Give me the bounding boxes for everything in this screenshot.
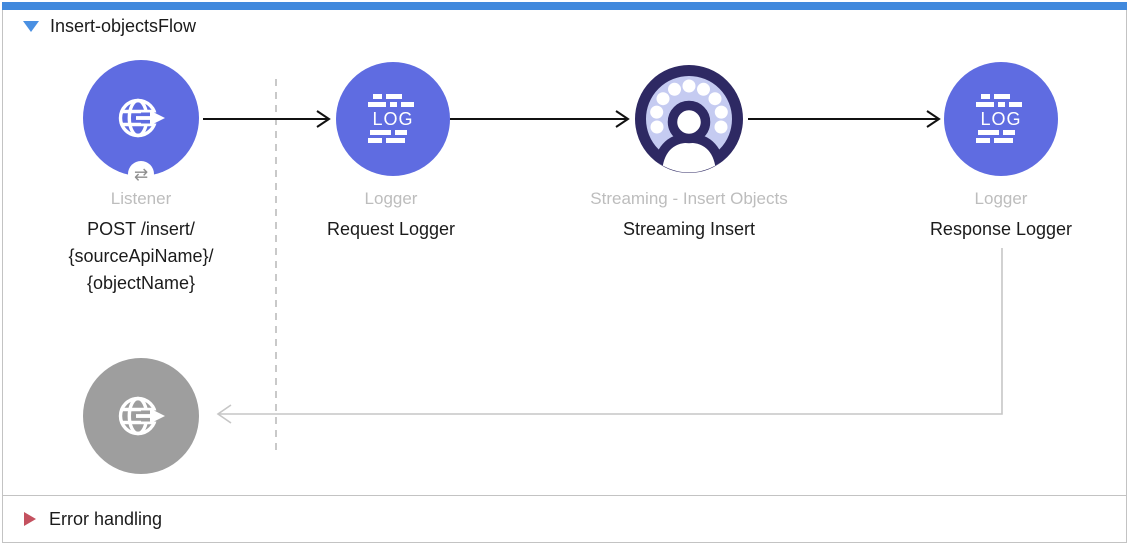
- listener-node[interactable]: ⇄: [83, 60, 199, 187]
- return-connector-to-response: [216, 248, 1003, 424]
- node-type-label: Listener: [110, 189, 172, 208]
- node-type-label: Streaming - Insert Objects: [590, 189, 788, 208]
- listener-labels: Listener POST /insert/ {sourceApiName}/ …: [21, 189, 261, 297]
- node-type-label: Logger: [364, 189, 418, 208]
- streaming-dots: [650, 79, 728, 134]
- response-logger-node[interactable]: LOG: [944, 62, 1058, 176]
- flow-widget[interactable]: Insert-objectsFlow: [2, 2, 1127, 543]
- connector-request-logger-to-streaming: [450, 110, 630, 128]
- expand-error-handling-icon[interactable]: [24, 512, 36, 526]
- error-handling-section[interactable]: Error handling: [3, 495, 1126, 542]
- logger-icon: LOG: [976, 94, 1022, 143]
- http-listener-globe-icon: [118, 98, 165, 138]
- streaming-labels: Streaming - Insert Objects Streaming Ins…: [539, 189, 839, 243]
- node-name: Request Logger: [326, 219, 456, 239]
- connector-listener-to-request-logger: [203, 110, 331, 128]
- flow-title: Insert-objectsFlow: [50, 16, 197, 36]
- node-name-line: {objectName}: [86, 273, 196, 293]
- person-icon: [652, 100, 726, 173]
- http-response-globe-icon: [118, 396, 165, 436]
- response-logger-labels: Logger Response Logger: [881, 189, 1121, 243]
- error-handling-label: Error handling: [49, 508, 163, 529]
- node-name: Streaming Insert: [622, 219, 756, 239]
- streaming-insert-node[interactable]: [632, 62, 746, 176]
- http-response-node[interactable]: [83, 358, 199, 474]
- flow-canvas: ⇄ LOG: [3, 3, 1126, 542]
- svg-text:LOG: LOG: [980, 109, 1021, 129]
- collapse-flow-icon[interactable]: [23, 21, 39, 32]
- http-exchange-badge-icon: ⇄: [128, 161, 154, 187]
- logger-icon: LOG: [368, 94, 414, 143]
- node-name-line: {sourceApiName}/: [68, 246, 214, 266]
- connector-streaming-to-response-logger: [748, 110, 941, 128]
- node-type-label: Logger: [974, 189, 1028, 208]
- node-name-line: POST /insert/: [87, 219, 195, 239]
- flow-header[interactable]: Insert-objectsFlow: [23, 16, 196, 37]
- request-logger-labels: Logger Request Logger: [271, 189, 511, 243]
- request-logger-node[interactable]: LOG: [336, 62, 450, 176]
- svg-text:LOG: LOG: [372, 109, 413, 129]
- streaming-connector-icon: [635, 65, 743, 173]
- flow-selection-bar: [2, 2, 1127, 10]
- node-name: Response Logger: [929, 219, 1073, 239]
